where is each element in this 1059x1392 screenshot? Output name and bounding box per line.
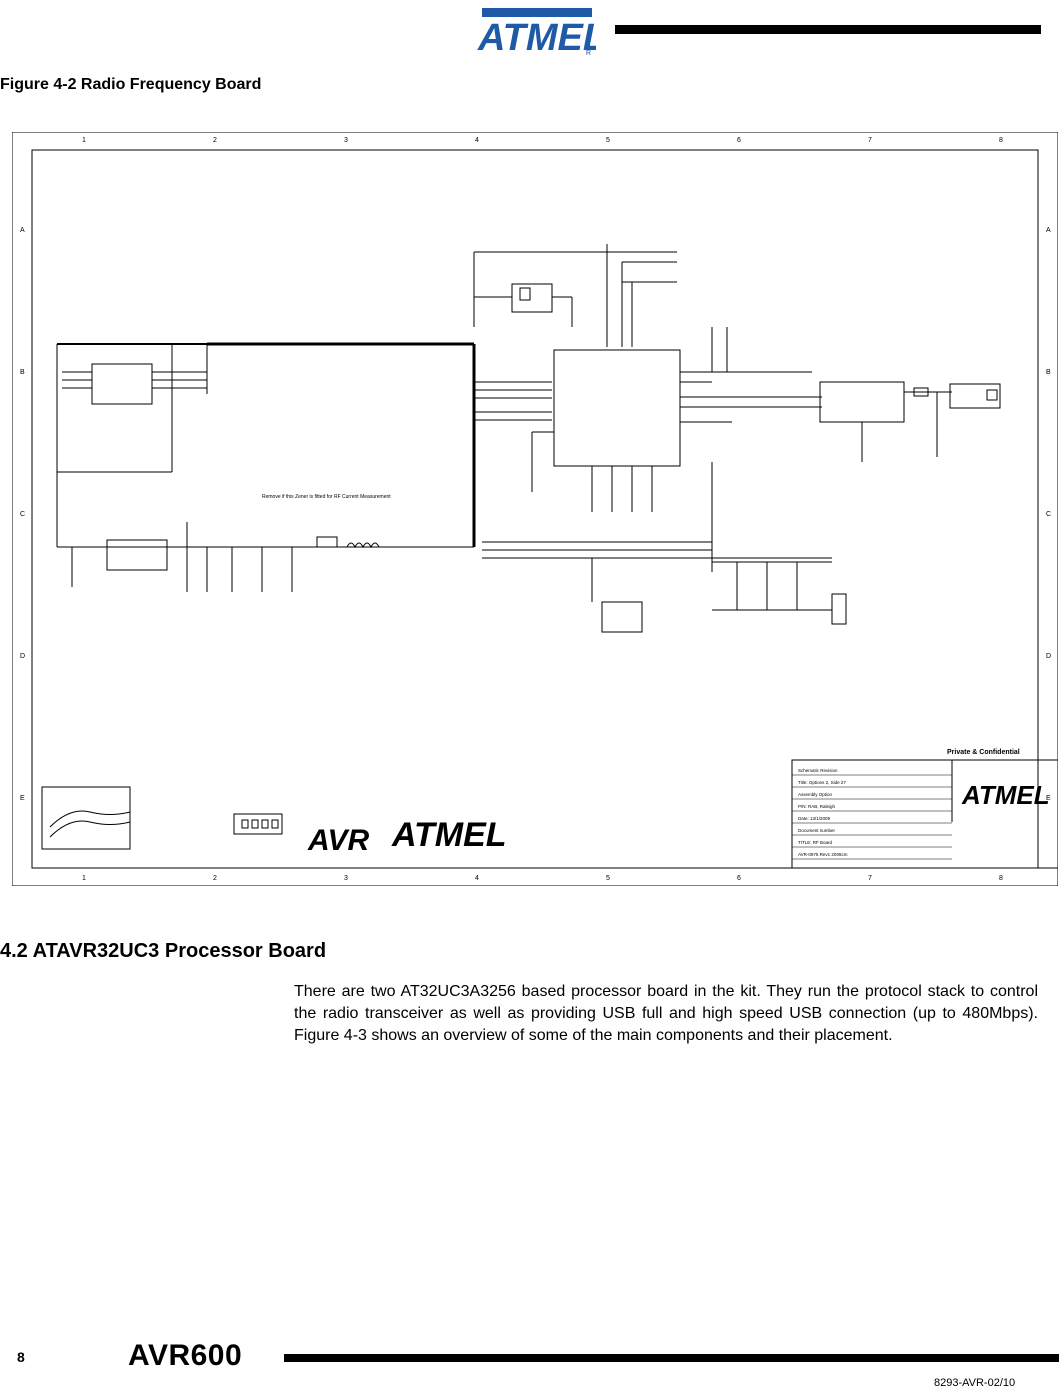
border-number: 4 (475, 875, 479, 882)
border-number: 6 (737, 137, 741, 144)
title-block-row: P/N: RAB, Raleigh (798, 804, 836, 809)
section-body: There are two AT32UC3A3256 based process… (294, 983, 1038, 1044)
border-number: 2 (213, 875, 217, 882)
svg-text:ATMEL: ATMEL (961, 780, 1050, 810)
atmel-logo: ATMEL R (477, 8, 596, 56)
title-block-row: Date: 13/1/2009 (798, 816, 831, 821)
svg-text:AVR: AVR (307, 824, 369, 857)
document-code: 8293-AVR-02/10 (934, 1377, 1016, 1389)
border-number: 7 (868, 137, 872, 144)
svg-text:ATMEL: ATMEL (391, 816, 507, 854)
border-letter: D (20, 653, 25, 660)
border-letter: D (1046, 653, 1051, 660)
title-block-row: Schematic Revision (798, 768, 838, 773)
border-letter: B (20, 369, 25, 376)
border-number: 3 (344, 137, 348, 144)
border-letter: C (1046, 511, 1051, 518)
svg-text:Remove if this Zener is fitted: Remove if this Zener is fitted for RF Cu… (262, 494, 391, 500)
border-number: 5 (606, 875, 610, 882)
border-letter: C (20, 511, 25, 518)
border-number: 5 (606, 137, 610, 144)
title-block-row: Assembly Option (798, 792, 833, 797)
border-number: 8 (999, 137, 1003, 144)
border-number: 6 (737, 875, 741, 882)
svg-text:Private & Confidential: Private & Confidential (947, 749, 1020, 756)
svg-text:ATMEL: ATMEL (477, 17, 596, 56)
title-block-row: AVR-0975 Rev1 2008cm (798, 852, 848, 857)
border-number: 3 (344, 875, 348, 882)
border-letter: E (1046, 795, 1051, 802)
border-number: 4 (475, 137, 479, 144)
footer-title: AVR600 (128, 1339, 243, 1372)
footer-rule (284, 1354, 1059, 1362)
border-number: 1 (82, 137, 86, 144)
section-title: 4.2 ATAVR32UC3 Processor Board (0, 940, 327, 962)
header-rule (615, 25, 1041, 34)
border-letter: B (1046, 369, 1051, 376)
border-number: 2 (213, 137, 217, 144)
page-number: 8 (17, 1349, 25, 1365)
border-letter: A (20, 227, 25, 234)
title-block-row: TITLE: RF Board (798, 840, 833, 845)
border-letter: E (20, 795, 25, 802)
title-block-row: Document number (798, 828, 836, 833)
title-block-row: Title: Options 2, Side 27 (798, 780, 846, 785)
svg-text:R: R (586, 50, 591, 56)
figure-caption: Figure 4-2 Radio Frequency Board (0, 76, 262, 93)
border-number: 8 (999, 875, 1003, 882)
border-letter: A (1046, 227, 1051, 234)
border-number: 7 (868, 875, 872, 882)
border-number: 1 (82, 875, 86, 882)
